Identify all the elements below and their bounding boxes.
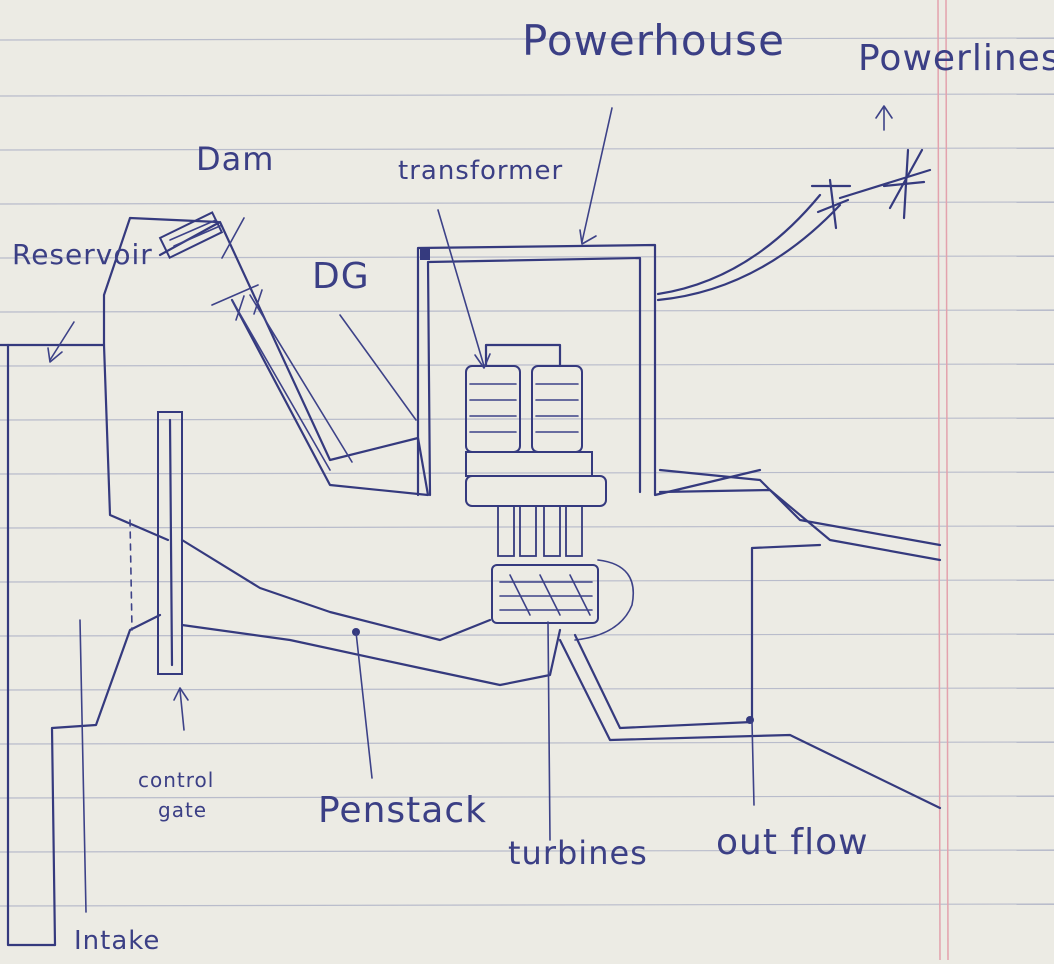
reservoir-wall: [0, 345, 160, 945]
label-dam: Dam: [196, 140, 274, 178]
label-outflow: out flow: [716, 822, 869, 863]
label-turbines: turbines: [508, 834, 648, 872]
label-intake: Intake: [74, 926, 160, 956]
penstack: [182, 540, 560, 778]
label-powerhouse: Powerhouse: [522, 16, 785, 65]
margin-line: [938, 0, 948, 960]
label-power-lines: Powerlines: [858, 38, 1054, 79]
outflow: [560, 470, 940, 808]
label-penstack: Penstack: [318, 790, 487, 831]
label-control-gate-line2: gate: [158, 798, 207, 822]
label-transformer: transformer: [398, 156, 563, 186]
label-reservoir: Reservoir: [12, 238, 153, 271]
label-control-gate-line1: control: [138, 768, 214, 792]
label-dg: DG: [312, 256, 370, 297]
control-gate: [130, 412, 188, 730]
turbines: [492, 506, 633, 840]
transformer: [438, 210, 606, 506]
